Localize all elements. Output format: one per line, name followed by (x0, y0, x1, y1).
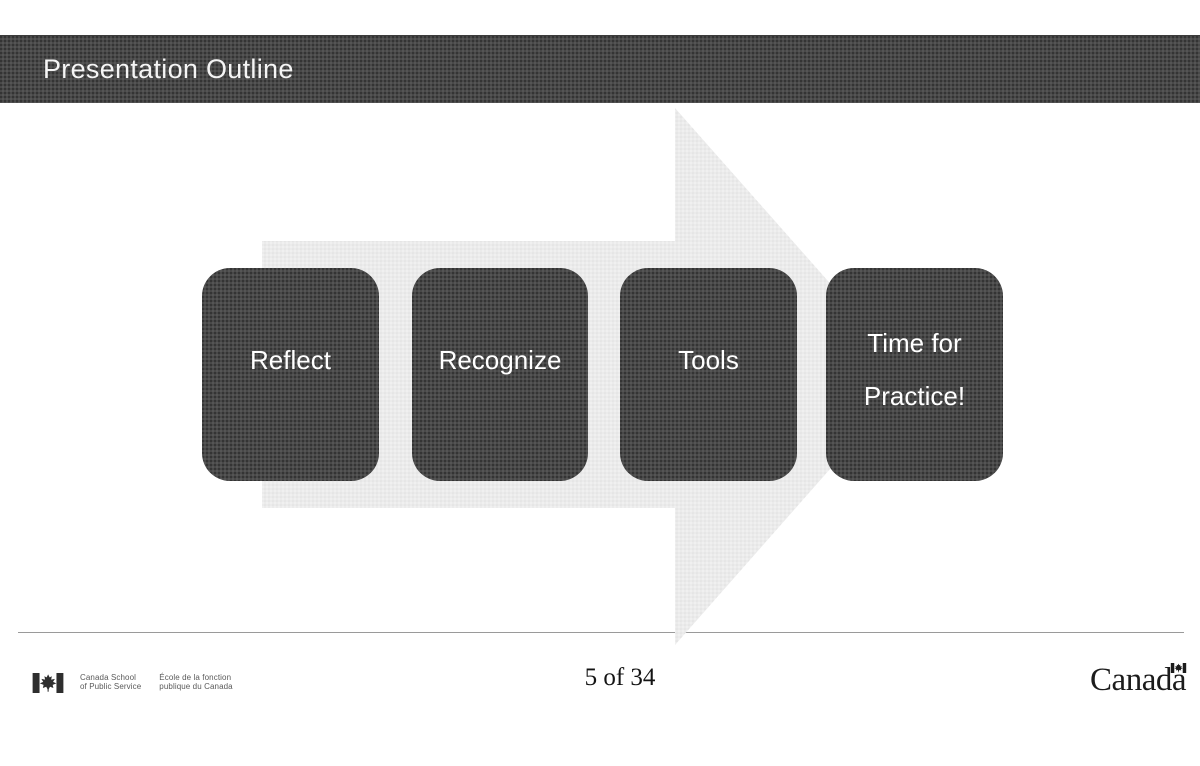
page-indicator: 5 of 34 (584, 664, 656, 691)
step-label-line-1: Time for (867, 328, 962, 358)
footer-divider-line (18, 632, 1184, 633)
csps-logo-text-fr-line1: École de la fonction (159, 672, 232, 682)
csps-logo-text-en-line2: of Public Service (80, 682, 142, 691)
csps-logo-text-en-line1: Canada School (80, 672, 137, 682)
step-label: Time for Practice! (864, 317, 965, 423)
canada-flag-icon (32, 673, 64, 693)
step-box-reflect: Reflect (202, 268, 379, 481)
canada-wordmark-flag-icon (1170, 663, 1187, 673)
csps-logo: Canada School of Public Service École de… (28, 671, 233, 693)
slide-title: Presentation Outline (43, 54, 294, 84)
step-box-time-for-practice: Time for Practice! (826, 268, 1003, 481)
csps-logo-text-french: École de la fonction publique du Canada (159, 673, 232, 692)
csps-logo-text-fr-line2: publique du Canada (159, 682, 233, 691)
step-label-line-2: Practice! (863, 381, 966, 411)
step-label: Recognize (438, 345, 562, 375)
csps-logo-text-english: Canada School of Public Service (80, 673, 141, 692)
step-box-recognize: Recognize (412, 268, 588, 481)
canada-wordmark: Canada (1090, 662, 1186, 697)
step-box-tools: Tools (620, 268, 797, 481)
step-label: Tools (678, 345, 739, 375)
canada-wordmark-text: Canada (1090, 662, 1186, 698)
step-label: Reflect (250, 345, 331, 375)
slide-title-bar: Presentation Outline (0, 35, 1200, 103)
